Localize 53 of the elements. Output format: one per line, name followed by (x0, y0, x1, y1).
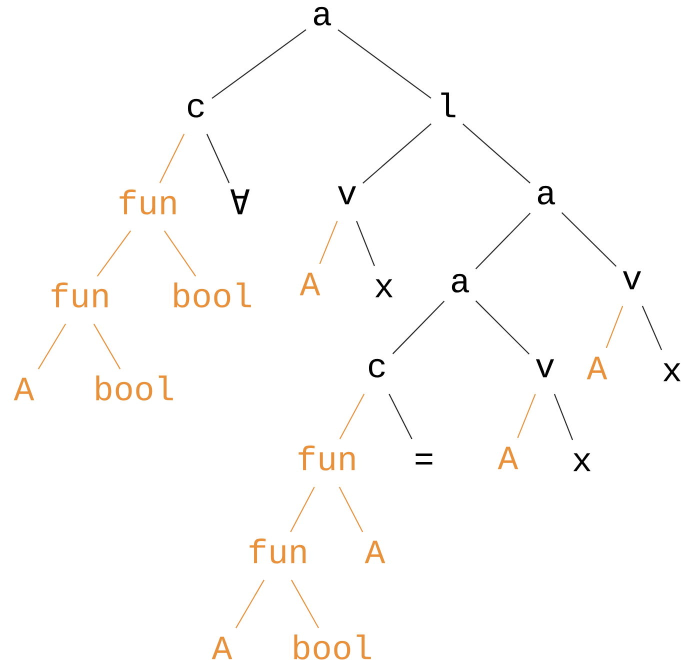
tree-branch (164, 230, 196, 276)
tree-branch (93, 324, 121, 370)
tree-branch (392, 300, 445, 354)
tree-branch (462, 124, 530, 184)
tree-branch (212, 29, 306, 99)
tree-branch (159, 134, 185, 184)
tree-node-label: v (536, 359, 554, 378)
tree-branch (290, 486, 315, 532)
tree-node-label: fun (52, 282, 108, 308)
tree-node-label: = (416, 454, 432, 464)
tree-branch (339, 394, 365, 440)
tree-node-label: l (441, 92, 456, 118)
tree-node-label: c (188, 98, 204, 118)
tree-node-label: fun (120, 190, 176, 215)
tree-branch (517, 394, 536, 438)
tree-branch (554, 394, 574, 440)
tree-node-label: c (368, 358, 385, 378)
tree-node-label: bool (294, 634, 371, 660)
tree-node-label: ∀ (230, 189, 250, 214)
tree-node-label: x (375, 279, 393, 298)
tree-node-label: A (364, 540, 386, 564)
tree-branch (96, 230, 132, 276)
tree-branch (642, 306, 662, 350)
tree-node-label: x (573, 453, 591, 472)
tree-node-label: v (622, 271, 642, 290)
tree-node-label: A (212, 636, 232, 660)
tree-node-label: a (538, 186, 556, 205)
tree-node-label: x (663, 363, 681, 382)
tree-branch (475, 212, 531, 270)
tree-node-label: A (586, 356, 608, 380)
tree-node-label: bool (96, 376, 173, 401)
tree-node-label: a (314, 6, 332, 26)
tree-branch (362, 123, 432, 184)
tree-branch (338, 29, 432, 99)
tree-node-label: A (300, 272, 320, 296)
tree-branch (561, 212, 617, 267)
tree-branch (606, 306, 624, 348)
tree-node-label: v (338, 186, 356, 204)
tree-node-label: bool (174, 282, 251, 308)
tree-node-label: A (14, 378, 34, 400)
tree-branch (38, 324, 66, 370)
tree-node-label: a (452, 274, 470, 293)
tree-node-label: A (498, 446, 518, 470)
tree-node-label: fun (298, 446, 355, 471)
tree-branch (291, 580, 320, 628)
tree-node-label: fun (250, 538, 306, 564)
tree-branch (206, 134, 230, 184)
tree-branch (356, 220, 375, 266)
tree-branch (388, 394, 412, 440)
tree-branch (235, 580, 265, 628)
tree-branch (338, 486, 364, 532)
tree-branch (475, 300, 530, 355)
tree-branch (319, 220, 338, 264)
